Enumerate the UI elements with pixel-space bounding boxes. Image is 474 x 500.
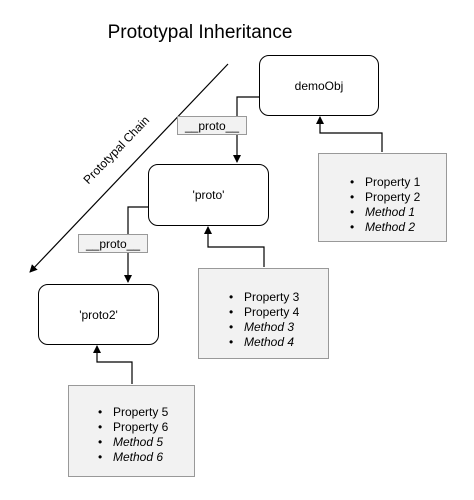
- connector-props1-to-demoobj: [316, 116, 383, 152]
- property-item: Property 2: [350, 190, 446, 205]
- connector-props2-to-proto: [204, 226, 265, 267]
- proto-link-tag-2-label: __proto__: [85, 236, 141, 251]
- property-item: Property 1: [350, 175, 446, 190]
- property-list-demoobj: Property 1 Property 2 Method 1 Method 2: [350, 175, 446, 235]
- node-proto2-label: 'proto2': [79, 307, 118, 322]
- property-list-proto2: Property 5 Property 6 Method 5 Method 6: [98, 405, 194, 465]
- method-item: Method 2: [350, 220, 446, 235]
- property-box-demoobj: Property 1 Property 2 Method 1 Method 2: [318, 153, 447, 242]
- proto-link-tag-1-label: __proto__: [184, 118, 240, 133]
- property-box-proto2: Property 5 Property 6 Method 5 Method 6: [68, 385, 195, 477]
- node-proto2: 'proto2': [38, 284, 159, 345]
- proto-link-tag-2: __proto__: [78, 234, 148, 253]
- connector-proto-to-proto2: [124, 206, 148, 283]
- node-demoobj-label: demoObj: [294, 78, 344, 93]
- property-box-proto: Property 3 Property 4 Method 3 Method 4: [198, 268, 329, 359]
- chain-arrow: [29, 63, 229, 273]
- connector-demoobj-to-proto: [233, 96, 259, 163]
- node-demoobj: demoObj: [259, 55, 379, 116]
- property-item: Property 6: [98, 420, 194, 435]
- method-item: Method 4: [229, 335, 328, 350]
- property-item: Property 5: [98, 405, 194, 420]
- node-proto: 'proto': [148, 164, 269, 226]
- property-list-proto: Property 3 Property 4 Method 3 Method 4: [229, 290, 328, 350]
- method-item: Method 1: [350, 205, 446, 220]
- property-item: Property 3: [229, 290, 328, 305]
- property-item: Property 4: [229, 305, 328, 320]
- node-proto-label: 'proto': [192, 188, 225, 202]
- connector-props3-to-proto2: [93, 345, 133, 384]
- proto-link-tag-1: __proto__: [177, 116, 247, 135]
- method-item: Method 5: [98, 435, 194, 450]
- method-item: Method 6: [98, 450, 194, 465]
- method-item: Method 3: [229, 320, 328, 335]
- diagram-title: Prototypal Inheritance: [107, 22, 293, 43]
